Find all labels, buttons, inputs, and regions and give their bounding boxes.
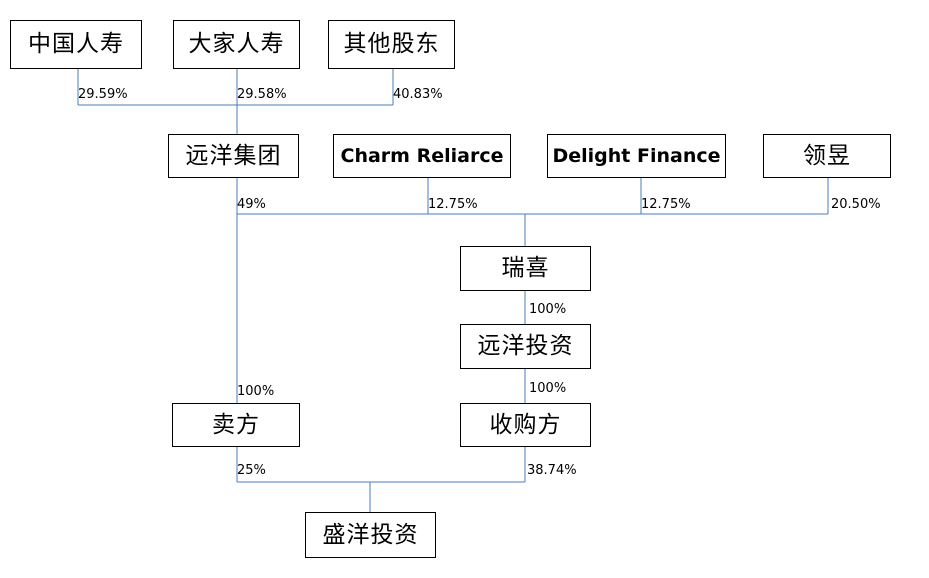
node-label-ling-yu: 领昱	[803, 142, 851, 169]
node-box-ling-yu[interactable]: 领昱	[763, 134, 891, 178]
edge-label-acquirer-to-shengyang: 38.74%	[527, 463, 577, 478]
edge-label-sino-ocean-inv-to-acquirer: 100%	[529, 381, 567, 396]
edge-label-delight-finance-to-rui-xi: 12.75%	[641, 197, 691, 212]
edge-label-seller-to-shengyang: 25%	[237, 463, 266, 478]
edge-label-sino-ocean-to-seller: 49%	[237, 197, 266, 212]
node-label-rui-xi: 瑞喜	[501, 255, 550, 281]
node-label-other-holders: 其他股东	[343, 31, 440, 57]
node-label-shengyang-inv: 盛洋投资	[322, 521, 419, 548]
node-label-china-life: 中国人寿	[28, 31, 124, 57]
edge-label-other-holders-to-sino-ocean: 40.83%	[393, 87, 443, 102]
node-label-delight-finance: Delight Finance	[552, 144, 721, 167]
node-box-acquirer[interactable]: 收购方	[460, 403, 591, 447]
node-label-sino-ocean: 远洋集团	[185, 142, 282, 169]
node-box-sino-ocean[interactable]: 远洋集团	[168, 134, 299, 178]
edge-label-sino-ocean-to-seller-pct: 100%	[237, 384, 275, 399]
node-box-dajia-life[interactable]: 大家人寿	[173, 20, 300, 69]
node-label-dajia-life: 大家人寿	[188, 31, 285, 57]
node-box-sino-ocean-inv[interactable]: 远洋投资	[460, 324, 591, 369]
node-label-seller: 卖方	[212, 411, 260, 438]
edge-label-china-life-to-sino-ocean: 29.59%	[78, 87, 128, 102]
node-label-charm-reliarce: Charm Reliarce	[340, 144, 504, 167]
node-box-delight-finance[interactable]: Delight Finance	[547, 134, 726, 178]
node-box-other-holders[interactable]: 其他股东	[328, 20, 455, 69]
node-label-sino-ocean-inv: 远洋投资	[477, 333, 574, 359]
node-box-shengyang-inv[interactable]: 盛洋投资	[305, 512, 436, 558]
edge-label-ling-yu-to-rui-xi: 20.50%	[831, 197, 881, 212]
edge-label-dajia-life-to-sino-ocean: 29.58%	[237, 87, 287, 102]
node-box-china-life[interactable]: 中国人寿	[10, 20, 142, 69]
node-label-acquirer: 收购方	[489, 411, 562, 438]
node-box-charm-reliarce[interactable]: Charm Reliarce	[333, 134, 511, 178]
node-box-seller[interactable]: 卖方	[172, 403, 300, 447]
edge-label-rui-xi-to-sino-ocean-inv: 100%	[529, 302, 567, 317]
edge-label-charm-reliarce-to-rui-xi: 12.75%	[428, 197, 478, 212]
node-box-rui-xi[interactable]: 瑞喜	[460, 246, 591, 291]
